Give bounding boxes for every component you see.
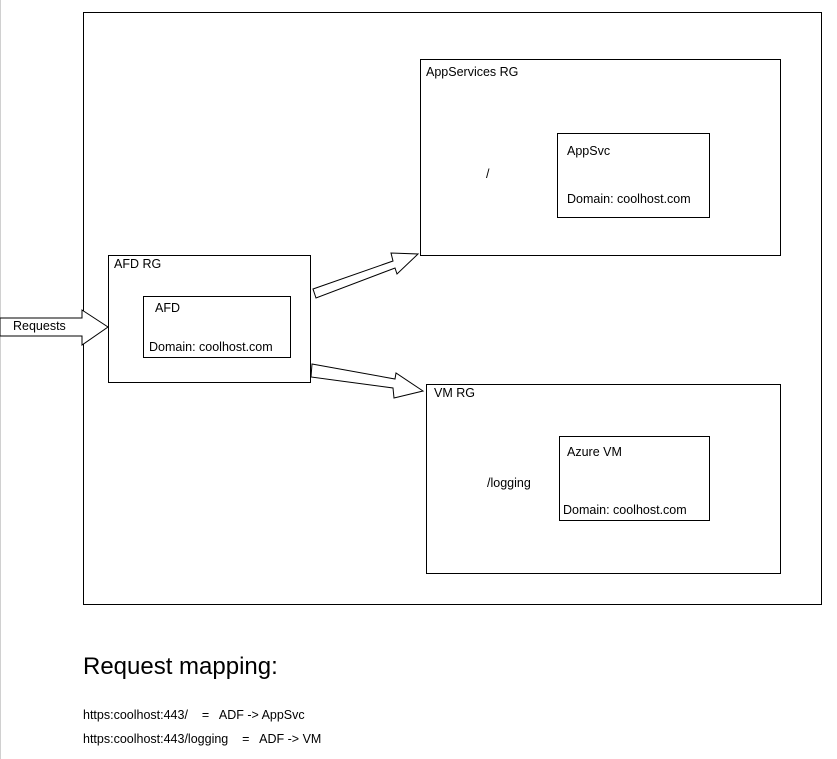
outer-container <box>83 12 822 605</box>
mapping-line-vm: https:coolhost:443/logging = ADF -> VM <box>83 732 322 746</box>
mapping-line-appsvc: https:coolhost:443/ = ADF -> AppSvc <box>83 708 305 722</box>
vm-path: /logging <box>487 476 531 490</box>
appservices-rg-box <box>420 59 781 256</box>
appservices-rg-title: AppServices RG <box>426 65 519 79</box>
appservices-path: / <box>486 167 490 181</box>
request-mapping-heading: Request mapping: <box>83 653 278 680</box>
azure-vm-domain: Domain: coolhost.com <box>563 503 687 517</box>
vm-rg-title: VM RG <box>434 386 475 400</box>
vm-rg-box <box>426 384 781 574</box>
page-left-border <box>0 0 1 759</box>
afd-box <box>143 296 291 358</box>
afd-title: AFD <box>155 301 180 315</box>
requests-label: Requests <box>13 319 66 333</box>
afd-rg-box <box>108 255 311 383</box>
afd-rg-title: AFD RG <box>114 257 162 271</box>
appsvc-title: AppSvc <box>567 144 611 158</box>
azure-vm-title: Azure VM <box>567 445 622 459</box>
appsvc-box <box>557 133 710 218</box>
azure-vm-box <box>559 436 710 521</box>
afd-domain: Domain: coolhost.com <box>149 340 273 354</box>
appsvc-domain: Domain: coolhost.com <box>567 192 691 206</box>
